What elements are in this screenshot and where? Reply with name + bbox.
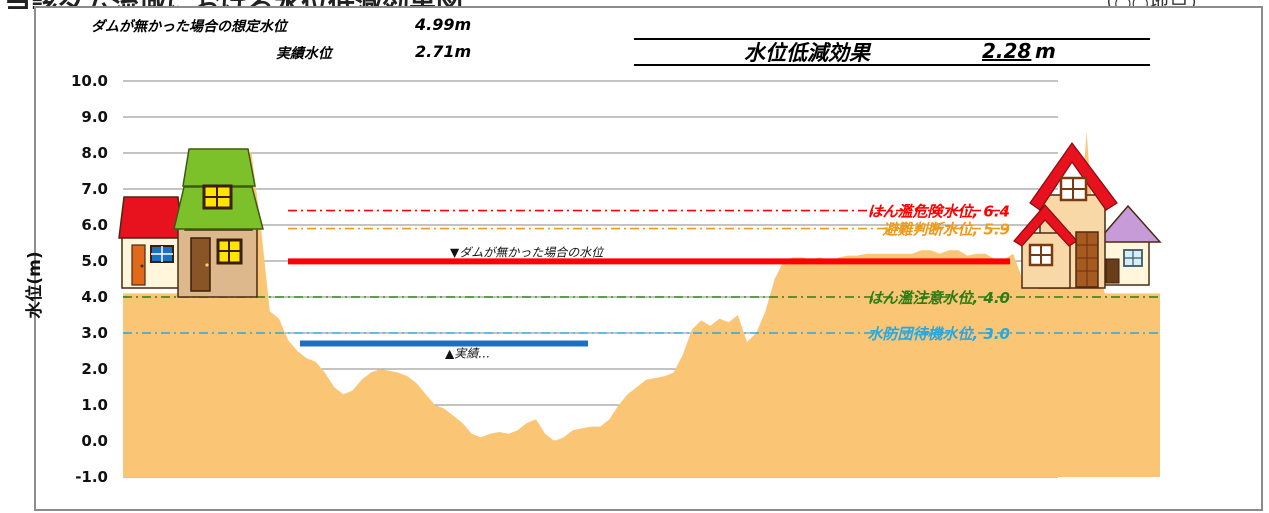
reference-level-label: はん濫注意水位, 4.0 xyxy=(868,289,1011,307)
y-tick-label: 8.0 xyxy=(81,144,108,162)
reference-level-label: 水防団待機水位, 3.0 xyxy=(868,325,1011,343)
y-tick-label: 5.0 xyxy=(81,252,108,270)
water-level-note: ▼ダムが無かった場合の水位 xyxy=(450,245,604,259)
no-dam-level-value: 4.99m xyxy=(415,15,472,34)
red-roof-house-icon xyxy=(1013,141,1118,289)
purple-roof-house-icon xyxy=(1095,204,1162,286)
y-tick-label: 2.0 xyxy=(81,360,108,378)
reference-level-label: 避難判断水位, 5.9 xyxy=(883,221,1011,239)
reference-level-label: はん濫危険水位, 6.4 xyxy=(868,203,1011,221)
title-bar: 当該ダム流域における水位低減効果図 （○○地点） xyxy=(0,0,1269,9)
y-axis-ticks: 10.0 9.0 8.0 7.0 6.0 5.0 4.0 3.0 2.0 1.0 0.0 -1.0 xyxy=(71,72,108,486)
water-level-lines xyxy=(288,258,1010,347)
page-title-location: （○○地点） xyxy=(1094,0,1209,9)
actual-level-value: 2.71m xyxy=(415,42,472,61)
y-tick-label: -1.0 xyxy=(75,468,108,486)
tall-house-icon xyxy=(173,148,264,298)
water-level-note: ▲実績… xyxy=(445,346,490,360)
y-axis-label: 水位(m) xyxy=(24,251,45,318)
water-level-notes: ▼ダムが無かった場合の水位 ▲実績… xyxy=(445,245,604,360)
y-tick-label: 7.0 xyxy=(81,180,108,198)
small-house-icon xyxy=(118,196,183,289)
y-tick-label: 0.0 xyxy=(81,432,108,450)
terrain-area xyxy=(123,131,1160,477)
y-tick-label: 9.0 xyxy=(81,108,108,126)
actual-level-label: 実績水位 xyxy=(276,46,332,62)
y-tick-label: 3.0 xyxy=(81,324,108,342)
effect-unit: m xyxy=(1035,39,1056,63)
y-tick-label: 4.0 xyxy=(81,288,108,306)
effect-value: 2.28 xyxy=(982,39,1032,63)
effect-label: 水位低減効果 xyxy=(744,41,870,65)
no-dam-level-label: ダムが無かった場合の想定水位 xyxy=(91,19,287,35)
y-tick-label: 10.0 xyxy=(71,72,108,90)
y-tick-label: 6.0 xyxy=(81,216,108,234)
y-tick-label: 1.0 xyxy=(81,396,108,414)
reference-lines xyxy=(123,209,1160,334)
page-title: 当該ダム流域における水位低減効果図 xyxy=(4,0,463,9)
